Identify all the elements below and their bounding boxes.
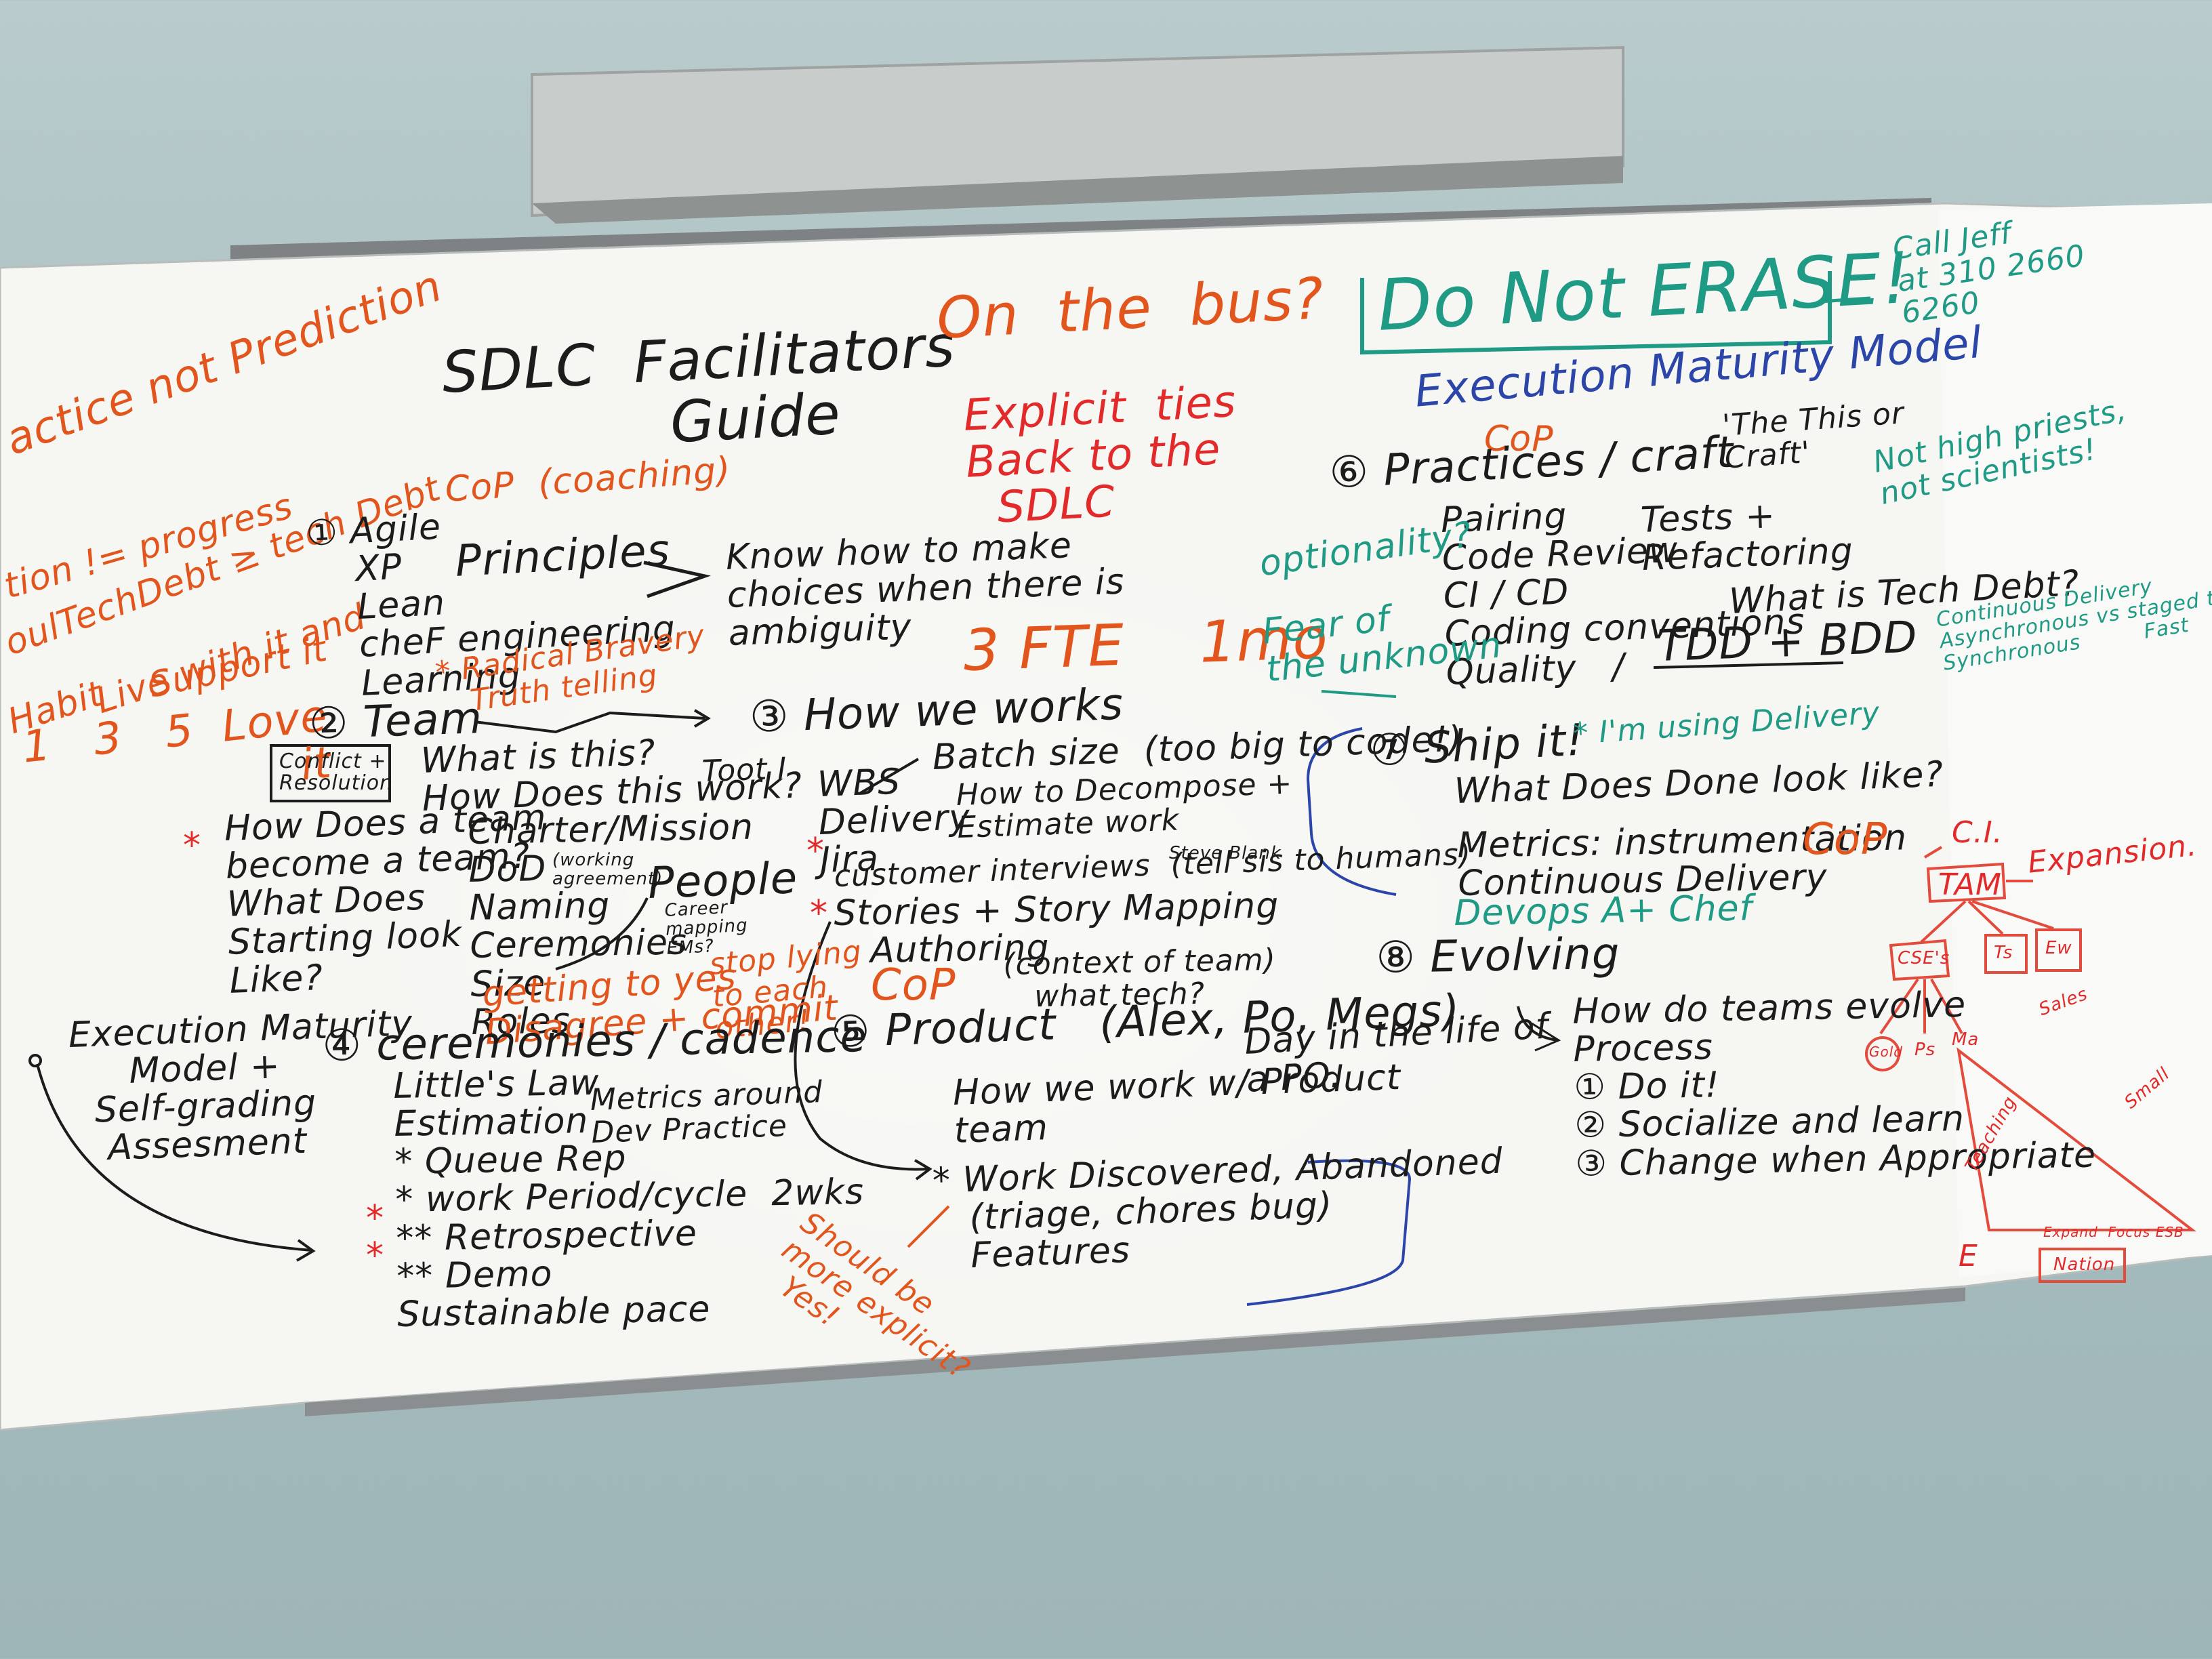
triangle: [1957, 1047, 2196, 1231]
metrics-practice-note: Metrics around Dev Practice: [589, 1075, 823, 1150]
devops-note: Devops A+ Chef: [1453, 888, 1753, 934]
whiteboard: [0, 202, 2212, 1431]
tam-label: TAM: [1938, 867, 2002, 902]
roles-people-arrow: [555, 897, 649, 970]
stories-star: *: [810, 893, 828, 934]
board-tray: [305, 1288, 1965, 1416]
decompose-note: How to Decompose + Estimate work: [955, 766, 1294, 845]
fear-arrow: [1321, 690, 1397, 698]
do-not-erase-arrow: [1819, 296, 1871, 304]
should-be-arrow: [907, 1205, 950, 1248]
evolving-heading: ⑧ Evolving: [1375, 928, 1620, 983]
e-label: E: [1959, 1239, 1978, 1273]
ship-it-heading: ⑦ Ship it!: [1368, 715, 1586, 777]
tam-box: [1926, 862, 2007, 903]
steve-blank-note: Steve Blank: [1169, 843, 1282, 863]
jira-star: *: [806, 831, 825, 872]
ew-box: [2035, 928, 2082, 972]
cses-label: CSE's: [1898, 948, 1950, 968]
tests-note: Tests + Refactoring: [1639, 495, 1854, 579]
gold-label: Gold: [1869, 1044, 1903, 1060]
org-diagram: [1865, 846, 2196, 1283]
ps-label: Ps: [1914, 1040, 1936, 1060]
ci-label: C.I.: [1952, 815, 2003, 850]
principles-arrow: [643, 560, 712, 598]
work-discovered-note: * Work Discovered, Abandoned (triage, ch…: [931, 1141, 1504, 1278]
batch-arrow: [859, 758, 920, 794]
team-arrow: [474, 711, 705, 734]
light-fixture-lip: [532, 156, 1623, 224]
how-team-star: *: [183, 825, 201, 866]
team-arrowhead: [693, 709, 711, 728]
explicit-ties-note: Explicit ties Back to the SDLC: [962, 376, 1238, 535]
cop-section7: CoP: [1803, 815, 1888, 865]
conflict-box: [270, 744, 391, 802]
expand-label: Expand Focus ESB: [2043, 1224, 2184, 1240]
demo-star: *: [366, 1235, 384, 1276]
how-we-work-product-note: How we work w/ Product team: [951, 1057, 1402, 1152]
retro-star: *: [366, 1198, 384, 1239]
ma-label: Ma: [1952, 1029, 1980, 1050]
working-agreement-note: (working agreement): [552, 850, 663, 890]
do-not-erase-box: [1360, 271, 1832, 355]
know-how-note: Know how to make choices when there is a…: [724, 525, 1126, 655]
work-bracket: [1246, 1159, 1412, 1306]
how-teams-list: How do teams evolve Process ① Do it! ② S…: [1572, 984, 2097, 1185]
principles-note: Principles: [453, 525, 672, 587]
maturity-arrow: [36, 1063, 312, 1252]
cop-section3: CoP: [871, 960, 956, 1010]
stories-work-arrow: [794, 921, 929, 1171]
cop-section6: CoP: [1484, 419, 1554, 459]
conflict-box-label: Conflict + Resolution: [279, 750, 394, 796]
ts-box: [1984, 934, 2028, 974]
board-right-panel: [1938, 203, 2212, 1277]
gold-circle: [1865, 1036, 1900, 1071]
tdd-bdd-note: TDD + BDD: [1656, 612, 1919, 672]
toot-note: Toot I: [701, 751, 788, 789]
nation-box: [2039, 1248, 2126, 1283]
ts-label: Ts: [1994, 943, 2013, 963]
ship-bracket: [1306, 727, 1397, 896]
ew-label: Ew: [2045, 938, 2072, 958]
cses-box: [1889, 939, 1950, 981]
nation-label: Nation: [2053, 1254, 2116, 1275]
